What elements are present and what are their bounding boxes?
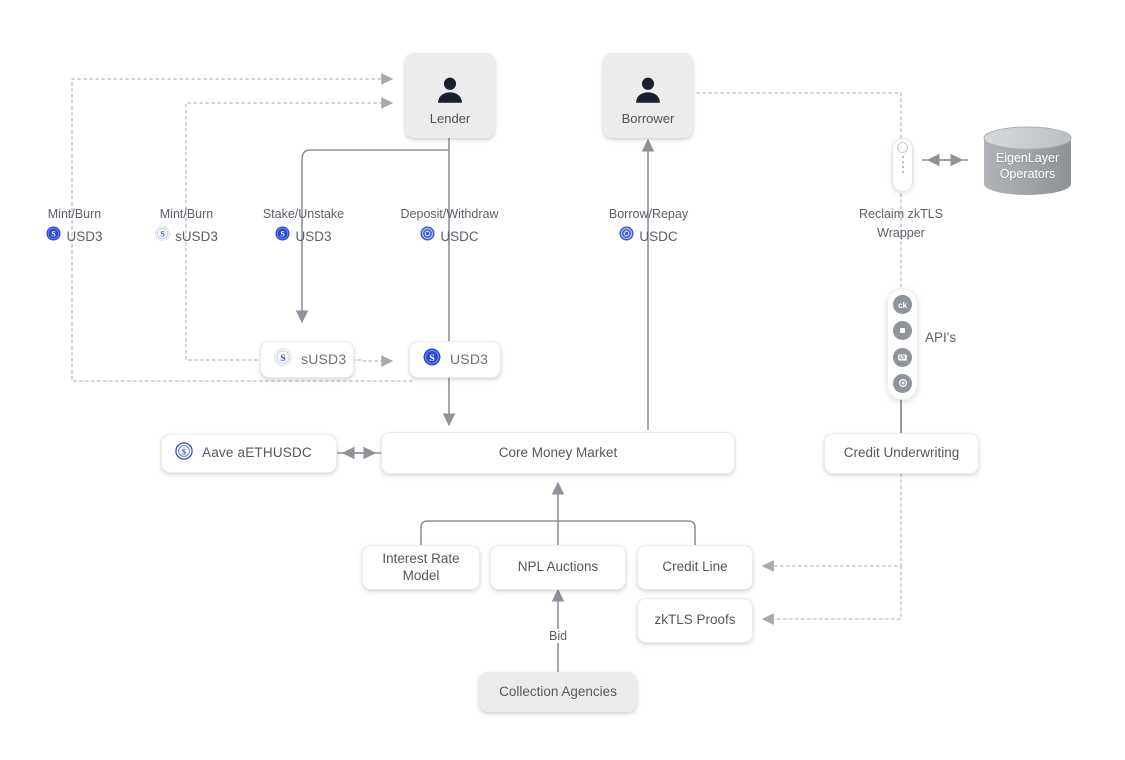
node-lender[interactable]: Lender <box>405 53 495 138</box>
grid-api-icon[interactable] <box>893 347 912 367</box>
reclaim-wrapper-label: Reclaim zkTLS Wrapper <box>858 207 944 240</box>
usdc-coin-icon <box>420 226 435 248</box>
flow-label-deposit-withdraw: Deposit/Withdraw USDC <box>387 205 512 248</box>
node-interest-rate-model-line1: Interest Rate <box>382 550 460 566</box>
apis-label: API's <box>925 330 957 345</box>
svg-text:S: S <box>52 230 57 239</box>
node-zktls-proofs-label: zkTLS Proofs <box>654 612 736 628</box>
node-credit-underwriting[interactable]: Credit Underwriting <box>824 433 979 474</box>
usd3-coin-icon: S <box>423 348 441 371</box>
database-cylinder-icon[interactable]: EigenLayer Operators <box>980 125 1075 197</box>
edge-label-bid: Bid <box>545 629 572 643</box>
node-susd3-label: sUSD3 <box>301 350 347 367</box>
node-borrower-label: Borrower <box>621 111 675 127</box>
square-api-icon[interactable] <box>893 321 912 341</box>
node-borrower[interactable]: Borrower <box>603 53 693 138</box>
eigenlayer-operators-label: EigenLayer Operators <box>995 150 1060 181</box>
flow-label-mint-burn-susd3: Mint/Burn S sUSD3 <box>124 205 249 248</box>
node-susd3-pill[interactable]: S sUSD3 <box>260 341 354 378</box>
node-npl-auctions[interactable]: NPL Auctions <box>490 545 626 590</box>
node-interest-rate-model[interactable]: Interest Rate Model <box>362 545 480 590</box>
node-aave-label: Aave aETHUSDC <box>202 445 312 461</box>
capsule-dotline <box>901 156 904 176</box>
node-lender-label: Lender <box>429 111 471 127</box>
dot-api-icon[interactable] <box>893 373 912 393</box>
node-credit-line-label: Credit Line <box>662 559 728 575</box>
node-usd3-label: USD3 <box>450 350 489 367</box>
svg-text:$: $ <box>182 447 187 457</box>
svg-text:S: S <box>160 230 165 239</box>
node-credit-line[interactable]: Credit Line <box>637 545 753 590</box>
person-icon <box>631 73 665 107</box>
usd3-coin-icon: S <box>275 226 291 248</box>
node-usd3-pill[interactable]: S USD3 <box>409 341 501 378</box>
svg-text:S: S <box>280 353 286 364</box>
node-zktls-proofs[interactable]: zkTLS Proofs <box>637 598 753 643</box>
ck-api-icon[interactable]: ck <box>893 295 912 314</box>
flow-label-stake-unstake: Stake/Unstake S USD3 <box>241 205 366 248</box>
svg-text:S: S <box>429 353 435 364</box>
node-core-money-market[interactable]: Core Money Market <box>381 432 735 474</box>
node-aave[interactable]: $ Aave aETHUSDC <box>161 434 337 473</box>
flow-label-mint-burn-usd3: Mint/Burn S USD3 <box>12 205 137 248</box>
susd3-coin-icon: S <box>274 348 292 371</box>
node-credit-underwriting-label: Credit Underwriting <box>843 445 960 461</box>
node-core-money-market-label: Core Money Market <box>498 444 618 460</box>
usdc-coin-icon <box>619 226 634 248</box>
capsule-nub-bottom <box>898 179 907 188</box>
capsule-nub-top <box>897 142 908 153</box>
reclaim-capsule-icon[interactable] <box>892 138 913 192</box>
node-npl-auctions-label: NPL Auctions <box>517 559 599 575</box>
apis-capsule[interactable]: ck <box>887 288 918 400</box>
node-interest-rate-model-line2: Model <box>402 567 440 583</box>
svg-text:S: S <box>281 230 286 239</box>
node-collection-agencies-label: Collection Agencies <box>499 683 617 699</box>
node-collection-agencies[interactable]: Collection Agencies <box>479 672 637 712</box>
aave-coin-icon: $ <box>175 442 193 465</box>
flow-label-borrow-repay: Borrow/Repay USDC <box>586 205 711 248</box>
usd3-coin-icon: S <box>46 226 62 248</box>
susd3-coin-icon: S <box>155 226 171 248</box>
person-icon <box>433 73 467 107</box>
